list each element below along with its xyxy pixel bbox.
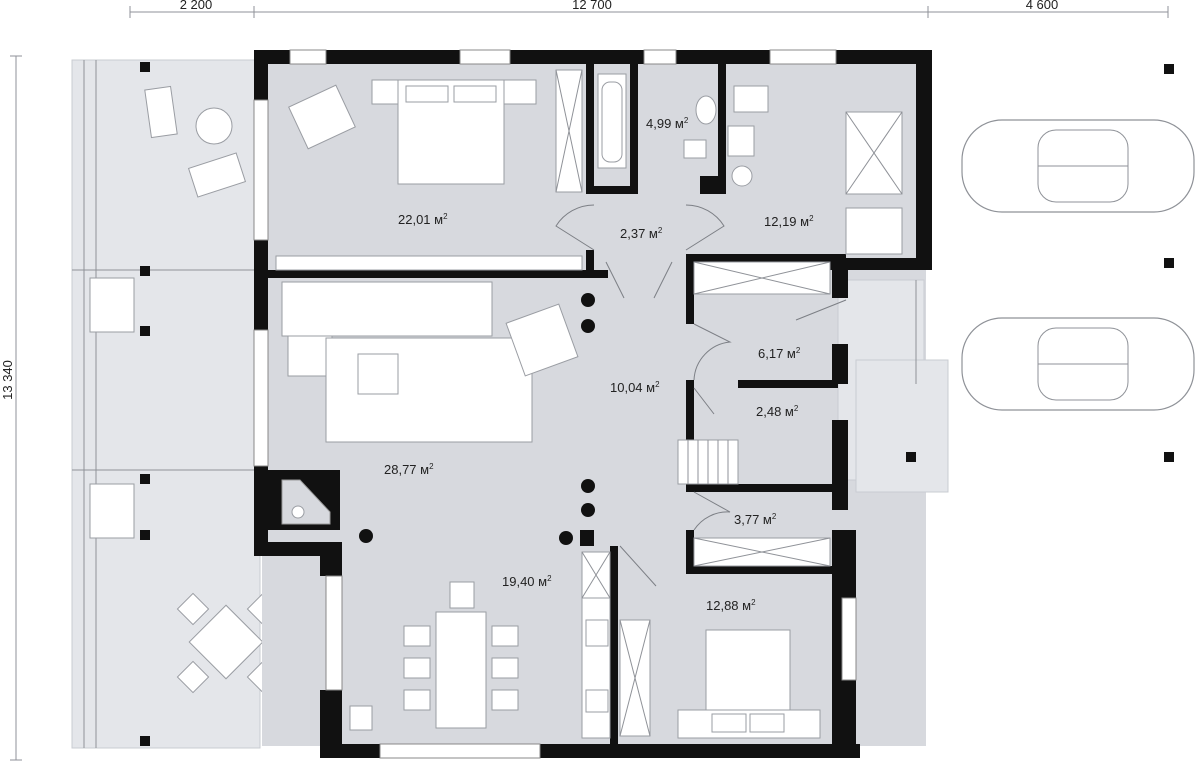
porch-post [906,452,916,462]
terrace-chair [176,592,210,626]
room-area-label: 12,88 м2 [706,598,756,613]
side-table [195,107,233,145]
dimension-left: 13 340 [0,360,15,400]
dining-chair [491,689,519,711]
column [581,479,595,493]
column [581,319,595,333]
room-area-label: 3,77 м2 [734,512,777,527]
dimension-top-left: 2 200 [180,0,213,12]
parking-post [1164,258,1174,268]
lounge-chair [187,152,247,198]
room-area-label: 12,19 м2 [764,214,814,229]
dining-chair [491,657,519,679]
room-labels: 22,01 м2 4,99 м2 2,37 м2 12,19 м2 6,17 м… [384,116,814,613]
terrace-post [140,266,150,276]
terrace [71,59,280,749]
dimension-top-right: 4 600 [1026,0,1059,12]
column [581,503,595,517]
rug [325,337,533,443]
terrace-post [140,62,150,72]
terrace-post [140,736,150,746]
parking-post [1164,64,1174,74]
kitchen-sink [585,689,609,713]
dining-chair [403,689,431,711]
column [559,531,573,545]
bathroom-fixtures [597,73,903,255]
room-area-label: 22,01 м2 [398,212,448,227]
pillow [453,85,497,103]
terrace-chair [176,660,210,694]
room-area-label: 10,04 м2 [610,380,660,395]
bedroom-2-furniture [619,261,831,739]
drum [731,165,753,187]
pillow [405,85,449,103]
pillow [711,713,747,733]
kitchen-dining [349,551,611,739]
room-area-label: 19,40 м2 [502,574,552,589]
headboard [677,709,821,739]
room-area-label: 2,48 м2 [756,404,799,419]
toilet [683,139,707,159]
terrace-table [188,604,264,680]
dining-table [435,611,487,729]
armchair [288,84,356,150]
car-icon [961,119,1195,213]
dimension-top-middle: 12 700 [572,0,612,12]
wardrobe [275,255,583,271]
sink [733,85,769,113]
terrace-post [140,530,150,540]
column [359,529,373,543]
terrace-post [140,326,150,336]
terrace-post [140,474,150,484]
bedroom-1-furniture [275,69,583,271]
shower-tray [845,207,903,255]
room-area-label: 4,99 м2 [646,116,689,131]
room-area-label: 2,37 м2 [620,226,663,241]
living-furniture [268,281,739,530]
armchair [505,303,579,377]
doors [555,204,847,587]
coffee-table [357,353,399,395]
dining-chair [449,581,475,609]
parking-post [1164,452,1174,462]
column [581,293,595,307]
pillow [749,713,785,733]
interior-walls [268,64,846,758]
washer [727,125,755,157]
side-cabinet [349,705,373,731]
dimension-lines: 2 200 12 700 4 600 13 340 [0,0,1169,761]
bathtub-inner [601,81,623,163]
lounge-chair [144,85,178,139]
dining-chair [491,625,519,647]
washbasin [695,95,717,125]
room-area-label: 6,17 м2 [758,346,801,361]
dining-chair [403,657,431,679]
parking [961,64,1195,462]
sofa [281,281,493,337]
columns [359,293,595,545]
entrance-porch [906,280,917,462]
dining-chair [403,625,431,647]
room-area-label: 28,77 м2 [384,462,434,477]
sofa-chaise [287,335,333,377]
car-icon [961,317,1195,411]
hob [585,619,609,647]
